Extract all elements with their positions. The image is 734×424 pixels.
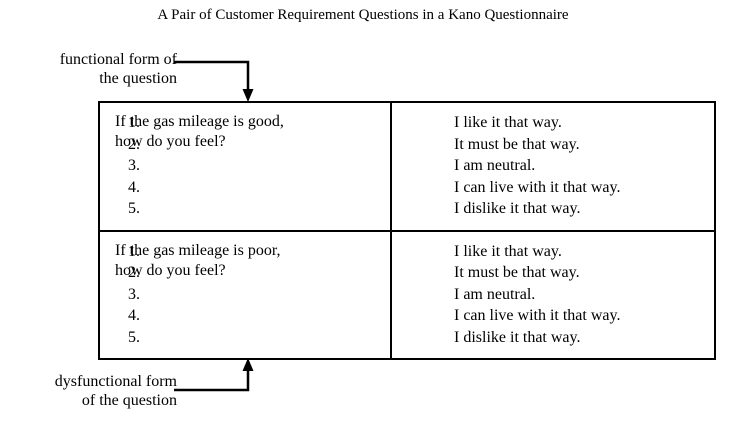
answer-text: It must be that way. (454, 135, 580, 153)
answer-option[interactable]: 1. I like it that way. (128, 241, 732, 263)
answer-number: 2. (128, 135, 140, 153)
dysfunctional-form-label: dysfunctional form of the question (5, 372, 177, 410)
figure-title: A Pair of Customer Requirement Questions… (157, 7, 569, 23)
question-line-2: how do you feel? (115, 261, 226, 279)
answer-option[interactable]: 2. It must be that way. (128, 134, 732, 156)
answer-list: 1. I like it that way. 2. It must be that … (128, 232, 714, 349)
question-line-1: If the gas mileage is good, (115, 113, 284, 130)
functional-form-label-line-1: functional form of (59, 51, 177, 68)
answer-text: It must be that way. (454, 264, 580, 281)
answer-option[interactable]: 1. I like it that way. (128, 112, 732, 134)
answer-text: I dislike it that way. (454, 328, 581, 346)
answer-option[interactable]: 3. I am neutral. (128, 155, 732, 177)
answer-text: I can live with it that way. (454, 178, 621, 196)
answers-cell: 1. I like it that way. 2. It must be that … (128, 101, 716, 232)
answer-option[interactable]: 4. I can live with it that way. (128, 177, 732, 199)
answer-number: 4. (128, 307, 140, 324)
answer-text: I am neutral. (454, 157, 536, 174)
question-line-2: how do you feel? (115, 133, 226, 150)
table-row: If the gas mileage is good, how do you f… (98, 101, 716, 232)
question-cell: If the gas mileage is good, how do you f… (98, 101, 392, 232)
answer-text: I like it that way. (454, 114, 562, 131)
answer-text: I am neutral. (454, 285, 536, 303)
dysfunctional-form-label-line-1: dysfunctional form (54, 373, 177, 390)
question-text: If the gas mileage is good, how do you f… (100, 103, 390, 152)
answer-number: 1. (128, 242, 140, 260)
answer-number: 3. (128, 285, 140, 303)
answer-option[interactable]: 2. It must be that way. (128, 262, 732, 284)
functional-form-label-line-2: the question (99, 70, 177, 87)
answer-option[interactable]: 3. I am neutral. (128, 284, 732, 306)
answer-option[interactable]: 5. I dislike it that way. (128, 327, 732, 349)
kano-question-table: If the gas mileage is good, how do you f… (98, 101, 716, 360)
answer-list: 1. I like it that way. 2. It must be that … (128, 103, 714, 220)
answer-number: 1. (128, 114, 140, 131)
answer-number: 5. (128, 200, 140, 217)
answer-number: 5. (128, 328, 140, 346)
answers-cell: 1. I like it that way. 2. It must be that … (128, 229, 716, 360)
table-row: If the gas mileage is poor, how do you f… (98, 229, 716, 360)
answer-number: 2. (128, 264, 140, 281)
functional-form-elbow-arrow-down-icon (174, 60, 254, 102)
question-cell: If the gas mileage is poor, how do you f… (98, 229, 392, 360)
answer-text: I like it that way. (454, 242, 562, 260)
answer-text: I dislike it that way. (454, 200, 581, 217)
question-line-1: If the gas mileage is poor, (115, 241, 281, 259)
functional-form-label: functional form of the question (7, 50, 177, 88)
answer-option[interactable]: 4. I can live with it that way. (128, 305, 732, 327)
dysfunctional-form-elbow-arrow-up-icon (174, 358, 254, 392)
answer-number: 4. (128, 178, 140, 196)
question-text: If the gas mileage is poor, how do you f… (100, 232, 390, 281)
answer-number: 3. (128, 157, 140, 174)
dysfunctional-form-label-line-2: of the question (81, 392, 177, 409)
answer-text: I can live with it that way. (454, 307, 621, 324)
answer-option[interactable]: 5. I dislike it that way. (128, 198, 732, 220)
